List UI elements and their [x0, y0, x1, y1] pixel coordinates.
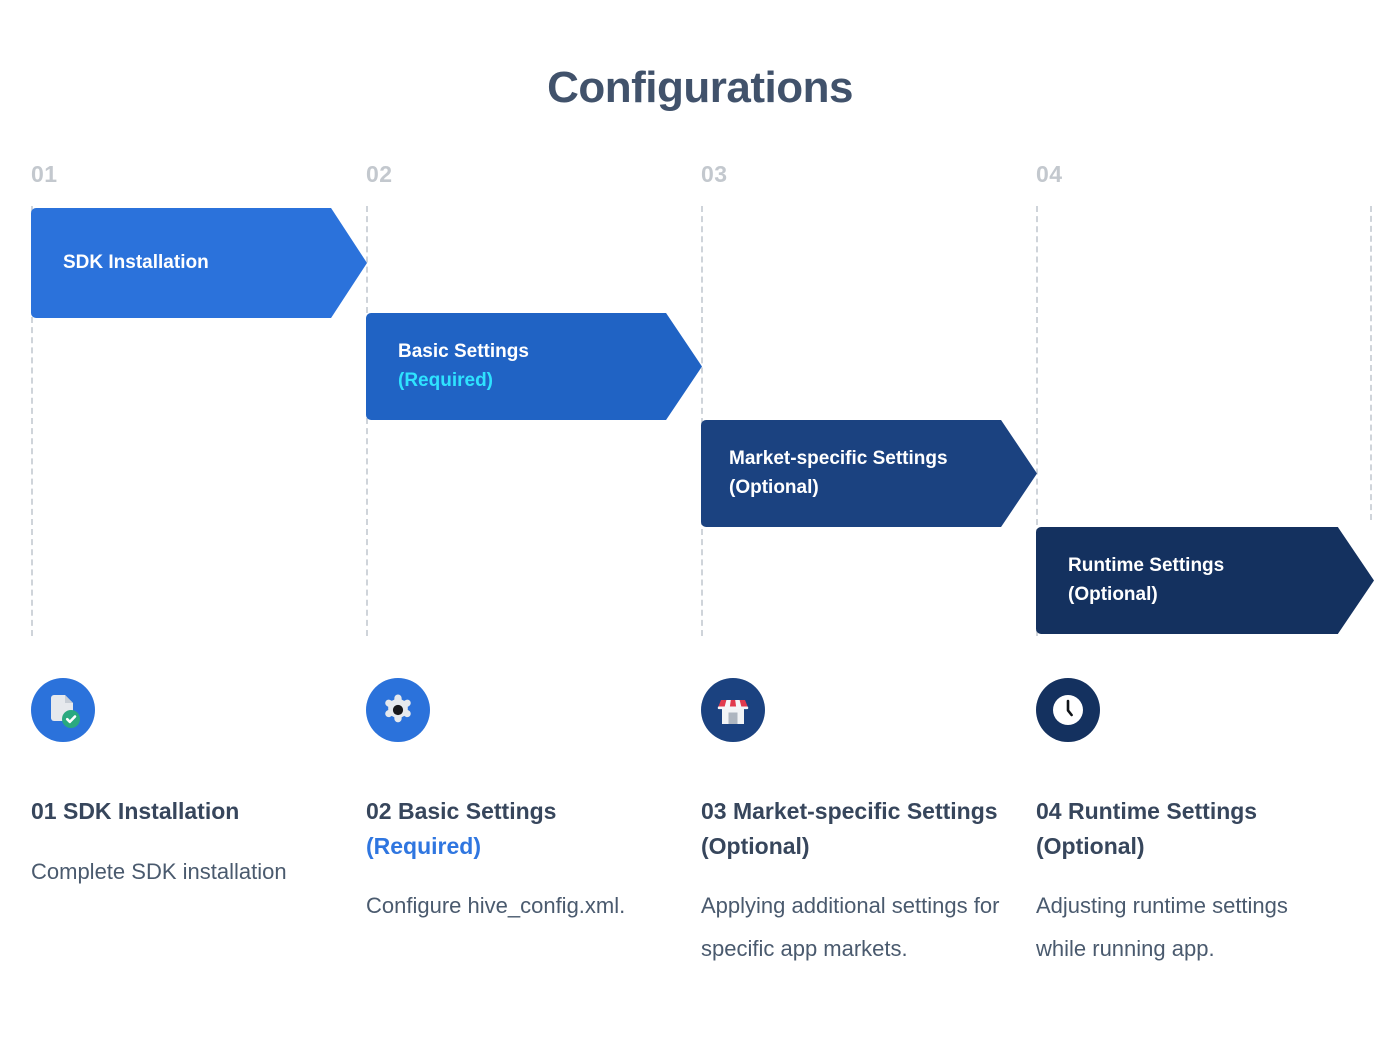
flow-arrow-title: Basic Settings — [398, 341, 529, 362]
legend-heading-text: 03 Market-specific Settings (Optional) — [701, 798, 998, 859]
flow-arrow-basic-settings[interactable]: Basic Settings (Required) — [366, 313, 702, 420]
flow-arrow-title: SDK Installation — [63, 251, 209, 273]
legend-heading-required: (Required) — [366, 832, 481, 859]
legend-heading-text: 02 Basic Settings — [366, 798, 557, 824]
flow-arrow-label: SDK Installation — [63, 249, 209, 278]
storefront-icon — [701, 678, 765, 742]
step-number-01: 01 — [31, 161, 58, 187]
flow-arrow-subtitle: (Optional) — [1068, 583, 1158, 605]
flow-arrow-label: Runtime Settings (Optional) — [1068, 552, 1224, 609]
flow-arrow-title: Market-specific Settings — [729, 448, 948, 469]
step-number-02: 02 — [366, 161, 393, 187]
gear-icon — [366, 678, 430, 742]
guide-line-01 — [31, 206, 33, 636]
legend-item-sdk-installation[interactable]: 01 SDK Installation Complete SDK install… — [31, 678, 331, 893]
legend-heading: 04 Runtime Settings (Optional) — [1036, 794, 1336, 863]
page-title: Configurations — [547, 63, 853, 112]
legend-description: Complete SDK installation — [31, 858, 287, 884]
legend-heading: 01 SDK Installation — [31, 794, 331, 829]
legend-item-runtime-settings[interactable]: 04 Runtime Settings (Optional) Adjusting… — [1036, 678, 1336, 971]
legend-heading-text: 04 Runtime Settings (Optional) — [1036, 798, 1258, 859]
flow-arrow-subtitle: (Required) — [398, 369, 493, 391]
legend-item-basic-settings[interactable]: 02 Basic Settings (Required) Configure h… — [366, 678, 666, 928]
legend-item-market-specific-settings[interactable]: 03 Market-specific Settings (Optional) A… — [701, 678, 1001, 971]
flow-arrow-market-specific-settings[interactable]: Market-specific Settings (Optional) — [701, 420, 1037, 527]
document-check-icon — [31, 678, 95, 742]
step-number-04: 04 — [1036, 161, 1063, 187]
step-number-03: 03 — [701, 161, 728, 187]
legend-heading-text: 01 SDK Installation — [31, 798, 240, 824]
flow-arrow-label: Market-specific Settings (Optional) — [729, 445, 948, 502]
flow-arrow-sdk-installation[interactable]: SDK Installation — [31, 208, 367, 318]
legend-description: Applying additional settings for specifi… — [701, 893, 1000, 961]
flow-arrow-runtime-settings[interactable]: Runtime Settings (Optional) — [1036, 527, 1374, 634]
clock-icon — [1036, 678, 1100, 742]
guide-line-04 — [1036, 206, 1038, 636]
legend-description: Configure hive_config.xml. — [366, 893, 626, 918]
legend-heading: 02 Basic Settings (Required) — [366, 794, 666, 863]
legend-description: Adjusting runtime settings while running… — [1036, 893, 1288, 961]
flow-arrow-label: Basic Settings (Required) — [398, 338, 529, 395]
guide-line-02 — [366, 206, 368, 636]
guide-line-05 — [1370, 206, 1372, 520]
flow-arrow-subtitle: (Optional) — [729, 476, 819, 498]
legend-heading: 03 Market-specific Settings (Optional) — [701, 794, 1001, 863]
flow-arrow-title: Runtime Settings — [1068, 555, 1225, 576]
